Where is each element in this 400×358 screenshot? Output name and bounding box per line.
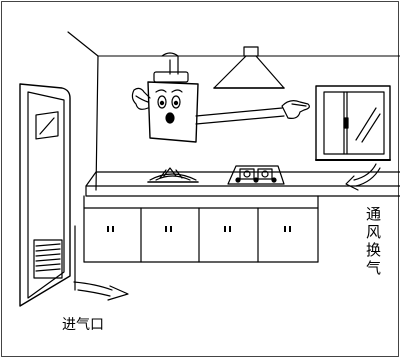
window — [315, 85, 391, 161]
gas-stove — [227, 165, 285, 185]
outflow-arrow — [345, 163, 381, 191]
cabinets — [83, 195, 319, 263]
air-inlet-label: 进气口 — [62, 317, 104, 333]
door — [19, 83, 71, 307]
gas-burner — [147, 167, 199, 183]
range-hood — [213, 46, 285, 89]
door-window — [35, 111, 59, 140]
inflow-arrow — [73, 281, 129, 301]
water-heater-character — [131, 52, 310, 143]
door-vent-grille — [33, 239, 63, 279]
countertop — [85, 171, 400, 197]
ventilation-label: 通风换气 — [364, 206, 382, 278]
